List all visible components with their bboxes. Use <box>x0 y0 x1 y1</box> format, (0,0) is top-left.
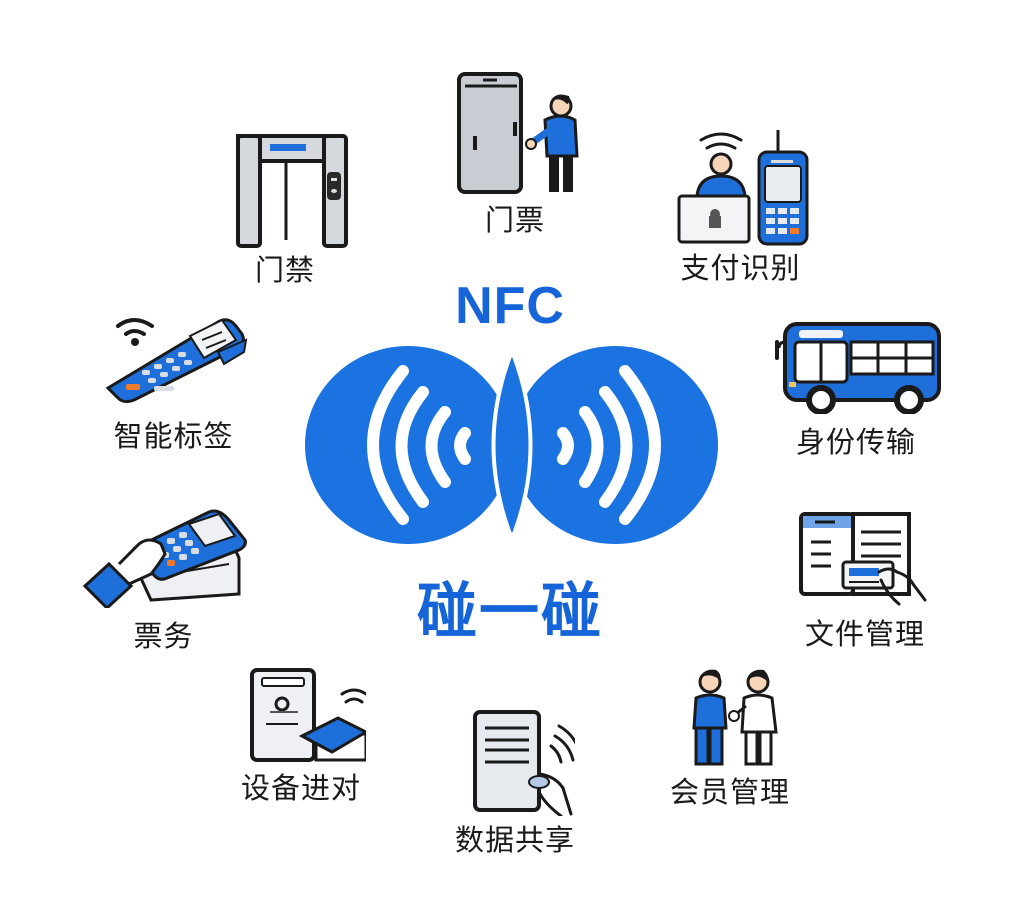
app-label: 门禁 <box>254 253 315 287</box>
two-people-icon <box>692 669 778 766</box>
gate-icon <box>236 134 348 248</box>
app-member-management: 会员管理 <box>655 666 805 807</box>
handheld-reader-icon <box>105 318 247 404</box>
app-label: 支付识别 <box>680 251 801 285</box>
app-access-control: 门禁 <box>215 132 355 285</box>
app-label: 票务 <box>133 619 194 653</box>
tablet-hand-icon <box>473 710 575 816</box>
app-label: 数据共享 <box>454 823 575 857</box>
nfc-title: NFC <box>455 277 565 335</box>
app-file-management: 文件管理 <box>790 510 940 649</box>
document-card-icon <box>799 512 927 606</box>
app-label: 身份传输 <box>795 425 916 459</box>
bus-icon <box>775 322 941 414</box>
device-pairing-icon <box>250 668 366 762</box>
app-label: 门票 <box>484 203 545 237</box>
pos-terminal-icon <box>677 130 808 246</box>
app-label: 智能标签 <box>113 419 234 453</box>
app-identity-transfer: 身份传输 <box>766 318 946 457</box>
app-device-pairing: 设备进对 <box>226 666 376 803</box>
nfc-dual-wave-icon <box>305 337 719 557</box>
card-reader-hand-icon <box>82 509 247 608</box>
app-label: 文件管理 <box>804 617 925 651</box>
app-label: 设备进对 <box>240 771 361 805</box>
door-person-icon <box>457 72 579 194</box>
app-ticketing: 票务 <box>76 504 251 651</box>
tap-title: 碰一碰 <box>417 577 603 647</box>
app-data-sharing: 数据共享 <box>440 708 590 855</box>
app-label: 会员管理 <box>669 775 790 809</box>
app-door-ticket: 门票 <box>440 72 590 235</box>
app-smart-tag: 智能标签 <box>86 312 261 451</box>
app-payment-recognition: 支付识别 <box>668 130 813 283</box>
